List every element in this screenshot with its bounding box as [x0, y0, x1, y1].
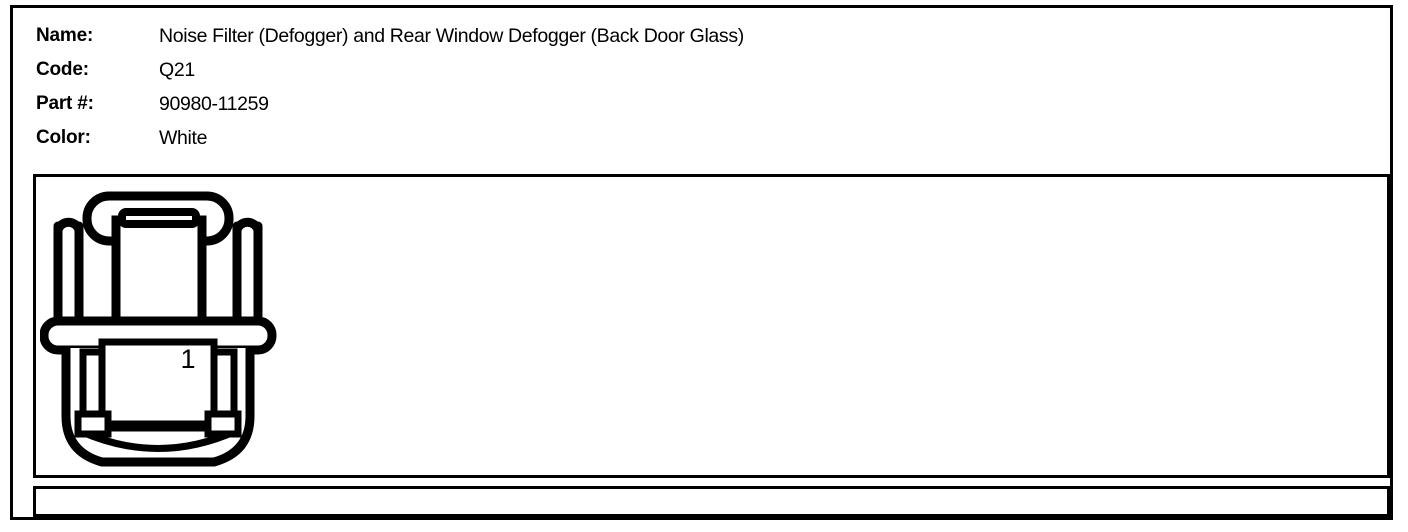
info-label-name: Name:	[36, 25, 94, 46]
info-row-part-number: Part #: 90980-11259	[36, 87, 1366, 121]
connector-right-post-cap	[232, 217, 263, 232]
info-value-part-number: 90980-11259	[159, 93, 269, 115]
footer-strip	[33, 486, 1390, 517]
info-value-name: Noise Filter (Defogger) and Rear Window …	[159, 25, 744, 47]
info-row-color: Color: White	[36, 121, 1366, 155]
info-value-color: White	[159, 127, 208, 149]
connector-left-foot	[74, 410, 112, 438]
part-info-block: Name: Noise Filter (Defogger) and Rear W…	[36, 19, 1366, 155]
connector-label-plate	[98, 338, 218, 432]
connector-left-post-cap	[53, 217, 84, 232]
connector-right-foot	[204, 410, 242, 438]
info-row-code: Code: Q21	[36, 53, 1366, 87]
info-label-color: Color:	[36, 127, 91, 148]
part-detail-frame: Name: Noise Filter (Defogger) and Rear W…	[10, 5, 1393, 520]
info-label-code: Code:	[36, 59, 89, 80]
part-illustration-panel: 1	[33, 174, 1390, 478]
info-label-part-number: Part #:	[36, 93, 94, 114]
info-value-code: Q21	[159, 59, 195, 81]
figure-callout-number: 1	[180, 344, 196, 374]
info-row-name: Name: Noise Filter (Defogger) and Rear W…	[36, 19, 1366, 53]
connector-bottom-arc	[78, 427, 238, 452]
electrical-connector-diagram-icon	[40, 191, 277, 467]
connector-top-tab	[118, 208, 200, 228]
